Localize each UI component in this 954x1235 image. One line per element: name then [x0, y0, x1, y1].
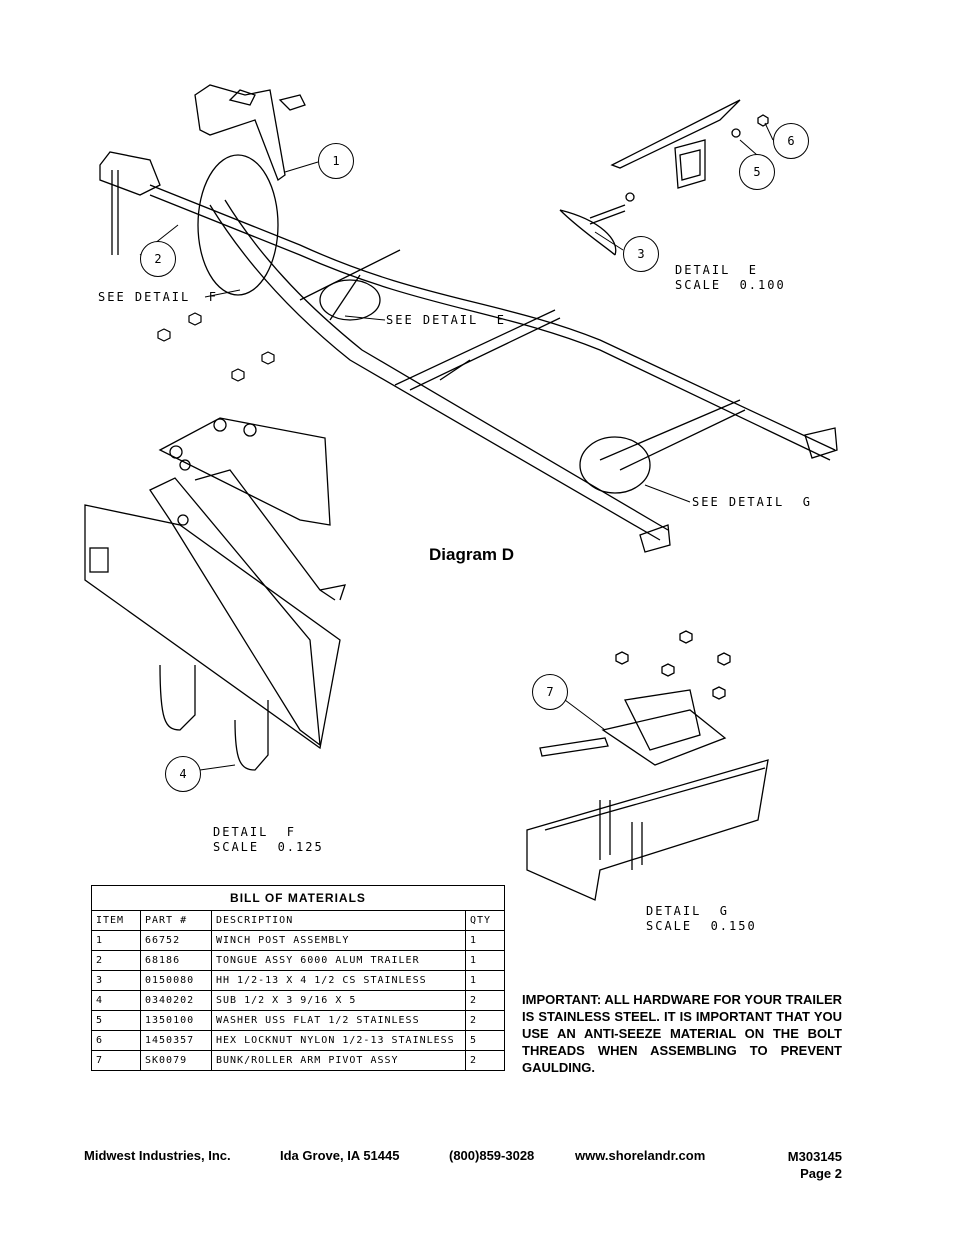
footer-doc-number: M303145	[787, 1149, 842, 1164]
bom-header-part: PART #	[140, 910, 212, 931]
bom-description: HEX LOCKNUT NYLON 1/2-13 STAINLESS	[211, 1030, 466, 1051]
footer-website: www.shorelandr.com	[575, 1148, 706, 1163]
table-row: 3 0150080 HH 1/2-13 X 4 1/2 CS STAINLESS…	[91, 970, 505, 991]
bom-part: 0340202	[140, 990, 212, 1011]
detail-g-drawing	[526, 630, 769, 901]
callout-item-3: 3	[623, 236, 659, 272]
bom-qty: 2	[465, 1010, 505, 1031]
table-row: 7 SK0079 BUNK/ROLLER ARM PIVOT ASSY 2	[91, 1050, 505, 1071]
bom-header-row: ITEM PART # DESCRIPTION QTY	[91, 910, 505, 931]
leader-lines	[139, 122, 774, 771]
bom-part: 0150080	[140, 970, 212, 991]
bom-part: SK0079	[140, 1050, 212, 1071]
detail-e-title: DETAIL E	[675, 263, 759, 277]
table-row: 1 66752 WINCH POST ASSEMBLY 1	[91, 930, 505, 951]
table-row: 2 68186 TONGUE ASSY 6000 ALUM TRAILER 1	[91, 950, 505, 971]
bom-header-description: DESCRIPTION	[211, 910, 466, 931]
footer-company: Midwest Industries, Inc.	[84, 1148, 231, 1163]
bom-item: 7	[91, 1050, 141, 1071]
callout-item-4: 4	[165, 756, 201, 792]
bom-item: 5	[91, 1010, 141, 1031]
detail-f-scale: SCALE 0.125	[213, 840, 324, 854]
detail-g-scale: SCALE 0.150	[646, 919, 757, 933]
footer-doc-info: M303145 Page 2	[760, 1148, 842, 1182]
bom-item: 2	[91, 950, 141, 971]
bom-item: 4	[91, 990, 141, 1011]
footer-page-number: Page 2	[800, 1166, 842, 1181]
table-row: 6 1450357 HEX LOCKNUT NYLON 1/2-13 STAIN…	[91, 1030, 505, 1051]
bom-description: HH 1/2-13 X 4 1/2 CS STAINLESS	[211, 970, 466, 991]
bom-qty: 1	[465, 930, 505, 951]
bom-qty: 2	[465, 990, 505, 1011]
bom-part: 1450357	[140, 1030, 212, 1051]
see-detail-e-label: SEE DETAIL E	[386, 313, 506, 327]
loose-nuts	[157, 312, 275, 382]
bom-qty: 1	[465, 950, 505, 971]
bom-header-item: ITEM	[91, 910, 141, 931]
bom-part: 1350100	[140, 1010, 212, 1031]
bom-description: WINCH POST ASSEMBLY	[211, 930, 466, 951]
bom-part: 68186	[140, 950, 212, 971]
callout-item-7: 7	[532, 674, 568, 710]
bom-description: SUB 1/2 X 3 9/16 X 5	[211, 990, 466, 1011]
bom-header-qty: QTY	[465, 910, 505, 931]
callout-item-1: 1	[318, 143, 354, 179]
bom-part: 66752	[140, 930, 212, 951]
footer-location: Ida Grove, IA 51445	[280, 1148, 400, 1163]
bom-description: BUNK/ROLLER ARM PIVOT ASSY	[211, 1050, 466, 1071]
detail-e-drawing	[559, 99, 769, 256]
table-row: 4 0340202 SUB 1/2 X 3 9/16 X 5 2	[91, 990, 505, 1011]
bom-qty: 1	[465, 970, 505, 991]
bom-qty: 5	[465, 1030, 505, 1051]
bom-description: TONGUE ASSY 6000 ALUM TRAILER	[211, 950, 466, 971]
bom-item: 6	[91, 1030, 141, 1051]
diagram-title: Diagram D	[429, 545, 515, 564]
detail-f-drawing	[84, 417, 346, 771]
bom-qty: 2	[465, 1050, 505, 1071]
bom-item: 3	[91, 970, 141, 991]
hardware-notice: IMPORTANT: ALL HARDWARE FOR YOUR TRAILER…	[522, 992, 842, 1075]
callout-item-6: 6	[773, 123, 809, 159]
detail-g-title: DETAIL G	[646, 904, 730, 918]
table-row: 5 1350100 WASHER USS FLAT 1/2 STAINLESS …	[91, 1010, 505, 1031]
detail-e-scale: SCALE 0.100	[675, 278, 786, 292]
bom-title: BILL OF MATERIALS	[91, 885, 505, 910]
trailer-frame	[99, 84, 838, 553]
see-detail-f-label: SEE DETAIL F	[98, 290, 218, 304]
detail-f-title: DETAIL F	[213, 825, 297, 839]
bill-of-materials-table: BILL OF MATERIALS ITEM PART # DESCRIPTIO…	[91, 885, 505, 1071]
bom-item: 1	[91, 930, 141, 951]
see-detail-g-label: SEE DETAIL G	[692, 495, 812, 509]
footer-phone: (800)859-3028	[449, 1148, 535, 1163]
callout-item-5: 5	[739, 154, 775, 190]
bom-description: WASHER USS FLAT 1/2 STAINLESS	[211, 1010, 466, 1031]
callout-item-2: 2	[140, 241, 176, 277]
